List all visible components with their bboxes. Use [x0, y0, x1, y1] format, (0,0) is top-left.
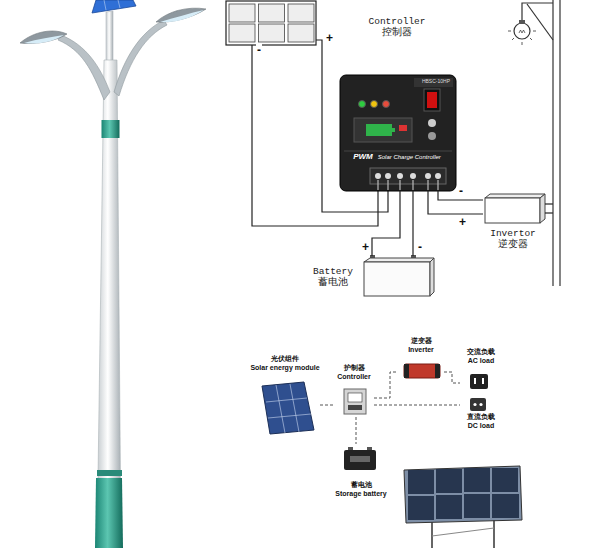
ac-load-icon: [470, 374, 488, 389]
wire: [372, 190, 400, 256]
component-label: Controller: [337, 372, 370, 381]
polarity-sign: -: [458, 185, 464, 198]
polarity-sign: -: [256, 44, 262, 57]
solar-panel: [226, 1, 316, 45]
component-label: AC load: [468, 356, 494, 365]
component-label: PWM: [353, 152, 373, 162]
component-label: Controller 控制器: [366, 16, 428, 38]
text-row: PWM Solar Charge Controller: [353, 152, 441, 162]
wire: [374, 405, 460, 406]
component-label: Storage battery: [335, 489, 386, 498]
street-lamp: [20, 0, 206, 548]
component-label: 护制器: [344, 363, 365, 372]
wire: [374, 372, 398, 398]
wire: [356, 417, 357, 444]
component-box: Controller 控制器 HBSC-10HP PWM Solar Charge C…: [338, 16, 456, 190]
component-label: HBSC-10HP: [422, 78, 450, 84]
wire: [444, 372, 460, 383]
controller-icon: [344, 389, 366, 414]
charge-controller: [340, 75, 456, 191]
component-label: Invertor 逆变器: [488, 228, 538, 250]
component-label: DC load: [468, 421, 494, 430]
component-label: 逆变器: [411, 336, 432, 345]
component-label: 交流负载: [467, 347, 495, 356]
wire: [320, 405, 334, 406]
component-box: 交流负载AC load: [460, 347, 502, 392]
component-box: 护制器Controller: [334, 363, 374, 417]
component-box: 蓄电池Storage battery: [326, 444, 396, 500]
polarity-sign: +: [325, 32, 334, 45]
component-label: Solar Charge Controller: [378, 152, 441, 162]
battery: [364, 255, 434, 296]
polarity-sign: -: [417, 241, 423, 254]
component-label: Solar energy module: [250, 363, 319, 372]
component-label: 蓄电池: [351, 480, 372, 489]
module-icon: [262, 382, 314, 434]
wire: [412, 190, 413, 256]
component-box: 逆变器Inverter: [398, 336, 444, 382]
component-label: Battery 蓄电池: [310, 266, 356, 288]
component-label: 直流负载: [467, 412, 495, 421]
component-box: Invertor 逆变器: [483, 194, 543, 256]
dc-load-icon: [470, 398, 486, 411]
inverter-icon: [404, 364, 440, 378]
wire: [428, 190, 483, 214]
component-label: 光伏组件: [271, 354, 299, 363]
component-box: 光伏组件Solar energy module: [250, 354, 320, 434]
component-box: 直流负载DC load: [460, 396, 502, 432]
component-label: Inverter: [408, 345, 434, 354]
polarity-sign: +: [361, 241, 370, 254]
inverter: [485, 194, 553, 223]
polarity-sign: +: [458, 216, 467, 229]
component-box: Battery 蓄电池: [310, 256, 432, 298]
panel-on-stand: [404, 466, 522, 548]
storage-battery-icon: [344, 447, 376, 470]
